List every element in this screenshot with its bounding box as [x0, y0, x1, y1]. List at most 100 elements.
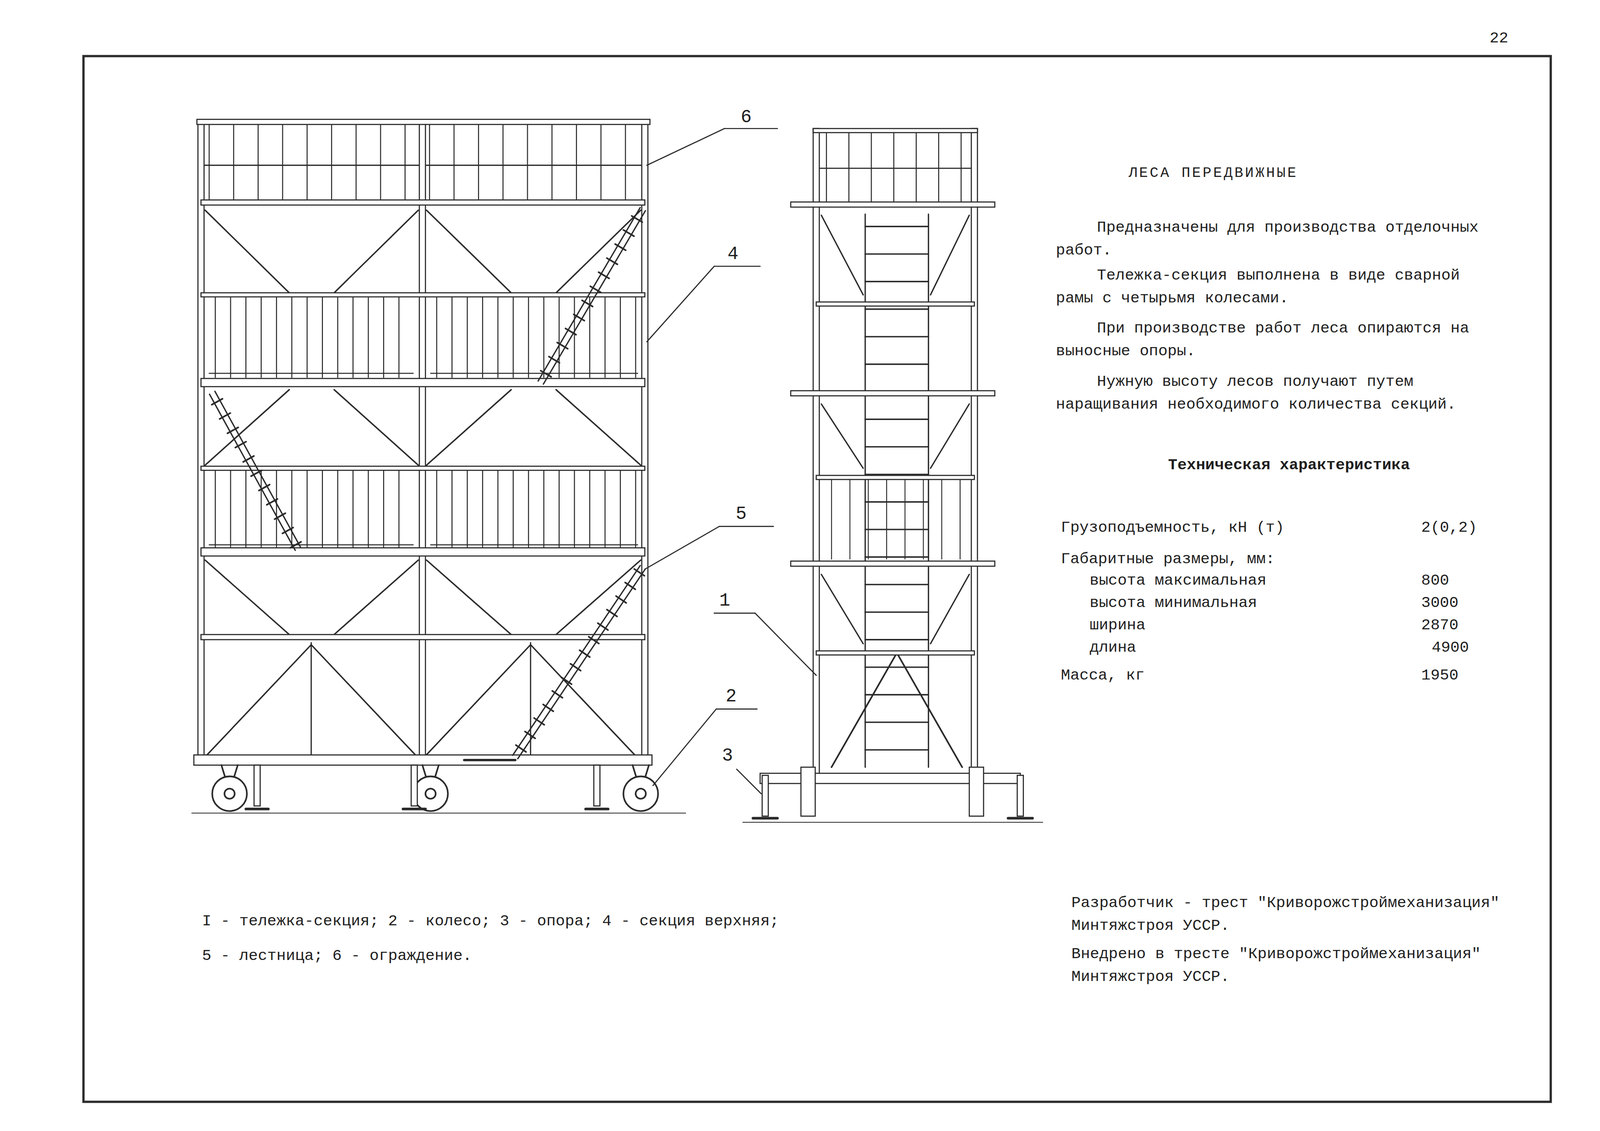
rail-tube	[201, 634, 645, 640]
member-line	[941, 479, 943, 559]
member-line	[245, 469, 247, 549]
leader-underline	[719, 525, 774, 527]
ladder-rail	[543, 210, 646, 385]
ladder-rung	[219, 413, 231, 420]
ladder-rung	[625, 582, 636, 590]
table-cell: Габаритные размеры, мм:	[1060, 547, 1275, 571]
ladder-rung	[865, 446, 929, 448]
ladder-rung	[865, 253, 929, 255]
member-line	[619, 296, 621, 378]
member-line	[558, 469, 560, 549]
leader-underline	[714, 612, 755, 614]
ladder-rung	[865, 280, 929, 283]
member-line	[337, 469, 338, 549]
ladder-rung	[579, 650, 590, 658]
ladder-symbol	[865, 214, 929, 768]
member-line	[867, 479, 869, 559]
member-line	[497, 469, 499, 549]
member-line	[576, 124, 577, 201]
platform-tube	[790, 390, 995, 396]
member-line	[589, 296, 591, 378]
member-line	[310, 642, 312, 759]
member-line	[306, 296, 308, 378]
member-line	[821, 404, 864, 469]
member-line	[334, 560, 419, 635]
member-line	[291, 296, 293, 378]
member-line	[512, 469, 514, 549]
member-line	[334, 210, 419, 293]
ladder-rung	[597, 623, 608, 630]
member-line	[229, 296, 231, 378]
outrigger-leg	[411, 765, 418, 806]
post-tube	[419, 120, 426, 766]
member-line	[635, 296, 637, 378]
member-line	[930, 215, 970, 295]
member-line	[331, 124, 333, 201]
member-line	[214, 296, 216, 378]
member-line	[379, 124, 381, 201]
table-cell: 4900	[1431, 636, 1470, 660]
member-line	[589, 469, 591, 549]
member-line	[430, 544, 638, 546]
ladder-rail	[927, 214, 930, 768]
ladder-rung	[865, 721, 929, 723]
member-line	[604, 296, 606, 378]
member-line	[423, 644, 531, 759]
member-line	[436, 469, 437, 549]
table-cell: ширина	[1089, 613, 1146, 637]
member-line	[938, 132, 940, 203]
table-cell: 800	[1421, 569, 1450, 593]
member-line	[849, 479, 851, 559]
ladder-rung	[543, 704, 554, 712]
ladder-rung	[570, 664, 581, 671]
front-view	[192, 119, 686, 814]
member-line	[512, 296, 514, 378]
wheel-symbol	[224, 788, 235, 799]
member-line	[205, 210, 290, 293]
ladder-rung	[515, 745, 526, 753]
member-line	[275, 296, 277, 378]
wheel-box	[800, 767, 816, 816]
ladder-rung	[588, 636, 599, 644]
member-line	[209, 373, 414, 375]
top-rail	[813, 128, 978, 133]
ladder-rung	[235, 441, 247, 448]
member-line	[922, 479, 924, 559]
callout-number: 5	[735, 503, 747, 525]
scaffold-drawing	[192, 119, 1044, 823]
member-line	[466, 296, 468, 378]
parts-list: I - тележка-секция; 2 - колесо; 3 - опор…	[202, 909, 841, 933]
table-cell: Масса, кг	[1060, 664, 1145, 687]
ladder-rail	[512, 565, 641, 756]
ladder-rung	[865, 611, 929, 613]
member-line	[334, 389, 419, 466]
member-line	[573, 469, 575, 549]
leader-underline	[724, 128, 778, 130]
side-view	[742, 128, 1044, 823]
member-line	[543, 296, 545, 378]
wheel-symbol	[635, 788, 646, 799]
member-line	[426, 389, 512, 466]
ladder-rung	[565, 328, 577, 335]
member-line	[816, 167, 975, 169]
member-line	[831, 479, 832, 559]
ladder-rung	[590, 286, 601, 293]
member-line	[604, 469, 606, 549]
ladder-rail	[209, 394, 296, 551]
leader-lines	[644, 128, 817, 795]
ladder-rung	[616, 596, 627, 603]
member-line	[555, 560, 641, 635]
member-line	[260, 296, 262, 378]
callout-number: 1	[719, 590, 731, 612]
ladder-rung	[598, 272, 609, 279]
member-line	[367, 469, 369, 549]
description-text: Нужную высоту лесов получают путем наращ…	[1055, 370, 1485, 416]
member-line	[398, 469, 400, 549]
member-line	[383, 469, 385, 549]
member-line	[896, 653, 962, 768]
ladder-symbol	[209, 391, 302, 551]
platform-tube	[790, 561, 995, 567]
member-line	[555, 210, 641, 293]
member-line	[291, 469, 293, 549]
ladder-rung	[540, 370, 551, 378]
